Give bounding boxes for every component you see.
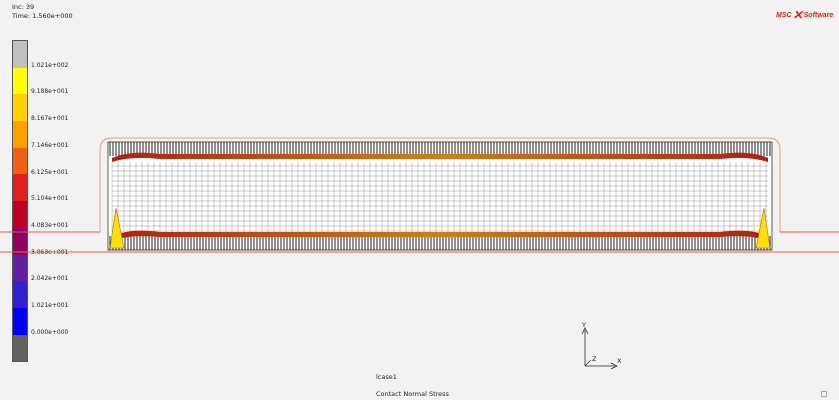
legend-color-segment <box>13 307 27 335</box>
legend-color-segment <box>13 147 27 175</box>
legend-tick-label: 4.083e+001 <box>31 221 69 229</box>
legend-tick-label: 0.000e+000 <box>31 328 69 336</box>
legend-color-segment <box>13 121 27 148</box>
legend-tick-label: 7.146e+001 <box>31 141 69 149</box>
legend-color-segment <box>13 254 27 282</box>
inc-label: Inc: 39 <box>12 3 35 11</box>
logo-right-text: Software <box>803 12 834 19</box>
legend-color-segment <box>13 334 27 362</box>
corner-hotspot-left <box>109 207 125 249</box>
time-label: Time: 1.560e+000 <box>12 12 73 20</box>
contact-stress-band-top <box>112 152 768 162</box>
mesh-grid <box>111 162 768 232</box>
coordinate-triad <box>581 327 618 370</box>
legend-tick-label: 2.042e+001 <box>31 275 69 283</box>
mesh-dense-top <box>109 142 771 156</box>
loadcase-label: lcase1 <box>376 373 397 381</box>
triad-x-label: X <box>617 357 622 365</box>
viewport-corner-marker <box>821 391 827 397</box>
legend-tick-label: 8.167e+001 <box>31 115 69 123</box>
contact-stress-band-bottom <box>112 230 768 241</box>
increment-info: Inc: 39 Time: 1.560e+000 <box>12 3 73 21</box>
rigid-surface-outline <box>99 137 781 232</box>
legend-color-segment <box>13 94 27 122</box>
corner-hotspot-right <box>755 207 771 249</box>
triad-z-label: Z <box>592 355 597 363</box>
logo-x-icon: ✕ <box>792 8 803 22</box>
legend-tick-label: 9.188e+001 <box>31 88 69 96</box>
triad-y-label: Y <box>582 321 586 329</box>
legend-color-segment <box>13 227 27 255</box>
legend-color-segment <box>13 174 27 202</box>
legend-color-segment <box>13 67 27 95</box>
legend-color-segment <box>13 281 27 308</box>
legend-tick-label: 5.104e+001 <box>31 195 69 203</box>
legend-tick-label: 6.125e+001 <box>31 168 69 176</box>
legend-color-segment <box>13 41 27 68</box>
logo-left-text: MSC <box>776 12 792 19</box>
result-name-label: Contact Normal Stress <box>376 390 449 398</box>
color-legend-bar <box>12 40 28 363</box>
msc-software-logo: MSC✕Software <box>776 8 833 22</box>
deformed-mesh[interactable] <box>107 141 773 251</box>
mesh-dense-bottom <box>109 236 771 250</box>
legend-tick-label: 1.021e+001 <box>31 302 69 309</box>
legend-color-segment <box>13 201 27 228</box>
legend-tick-label: 1.021e+002 <box>31 61 69 69</box>
